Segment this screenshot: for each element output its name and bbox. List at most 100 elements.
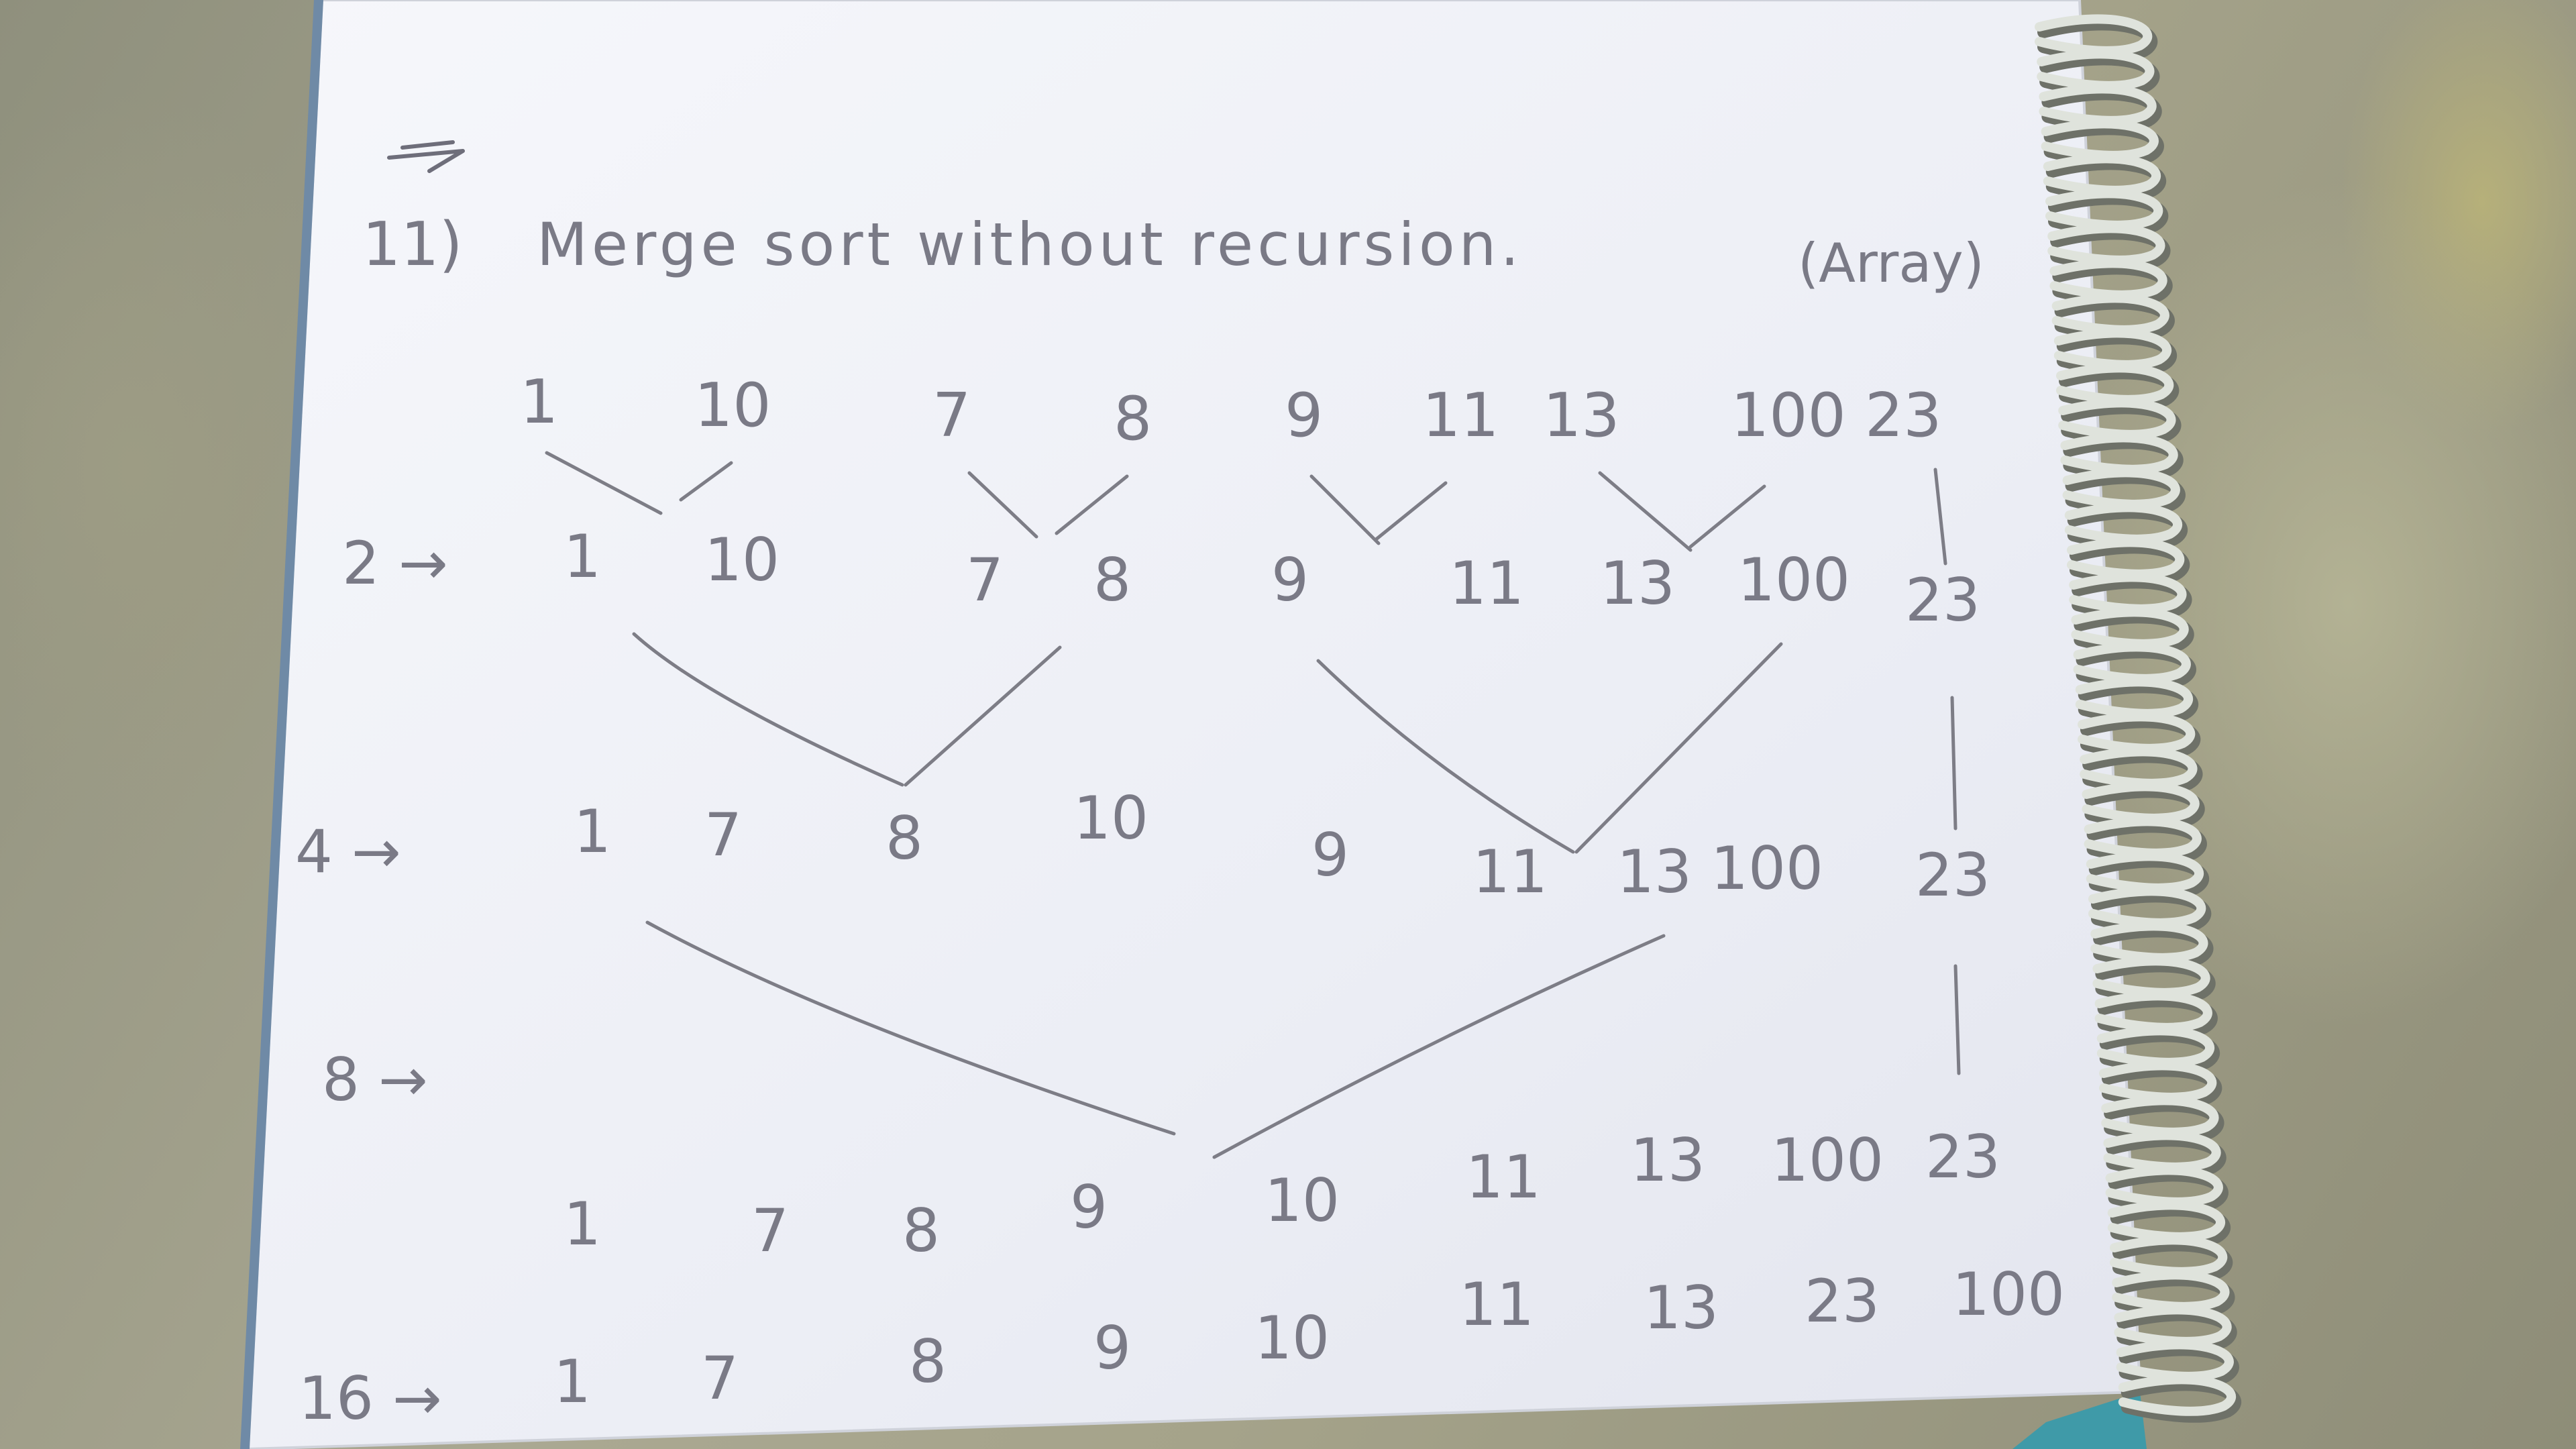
pass-8-row: 8 → 1 7 8 9 10 11 13 100 23 — [322, 1045, 2000, 1265]
pass-value: 9 — [1311, 820, 1349, 890]
spiral-coil — [2041, 119, 2159, 160]
pass-value: 9 — [1271, 545, 1309, 614]
pass-value: 8 — [909, 1327, 947, 1396]
spiral-coil — [2090, 921, 2208, 963]
spiral-coil — [2088, 886, 2206, 928]
input-value: 7 — [932, 380, 971, 451]
notebook-cover-edge — [2012, 1392, 2147, 1449]
spiral-coil — [2051, 293, 2169, 335]
spiral-coil — [2105, 1165, 2223, 1207]
pass-value: 100 — [1737, 545, 1850, 614]
pass-value: 10 — [1254, 1303, 1330, 1373]
pass-value: 7 — [966, 545, 1004, 614]
pass-label: 2 → — [342, 529, 448, 598]
input-value: 9 — [1285, 380, 1323, 451]
input-value: 11 — [1422, 380, 1499, 451]
spiral-coil — [2107, 1200, 2225, 1242]
spiral-coil — [2092, 956, 2210, 998]
spiral-coil — [2058, 398, 2176, 439]
pass-2-row: 2 → 1 10 7 8 9 11 13 100 23 — [342, 522, 1980, 635]
spiral-coil — [2039, 84, 2157, 125]
input-value: 8 — [1114, 384, 1152, 454]
merge-lines-pass-8 — [645, 920, 1961, 1159]
heading-number: 11) — [362, 209, 463, 280]
pass-value: 7 — [751, 1196, 789, 1265]
spiral-coil — [2056, 363, 2174, 405]
spiral-coil — [2116, 1340, 2234, 1381]
input-value: 100 — [1731, 380, 1846, 451]
pass-value: 10 — [704, 525, 780, 594]
input-value: 1 — [520, 367, 558, 437]
pass-value: 7 — [701, 1344, 739, 1413]
merge-lines-pass-4 — [632, 632, 1957, 854]
pass-value: 11 — [1466, 1142, 1541, 1212]
spiral-coil — [2073, 642, 2191, 684]
heading: 11) Merge sort without recursion. (Array… — [362, 140, 1984, 294]
spiral-coil — [2067, 537, 2185, 579]
spiral-coil — [2047, 223, 2165, 265]
heading-subtitle: (Array) — [1798, 232, 1984, 294]
pass-value: 1 — [564, 1189, 601, 1258]
pass-value: 13 — [1644, 1273, 1719, 1342]
spiral-coil — [2114, 1305, 2232, 1346]
spiral-coil — [2037, 49, 2155, 91]
pass-value: 8 — [885, 804, 923, 873]
pass-value: 23 — [1915, 841, 1990, 910]
spiral-coil — [2045, 189, 2163, 230]
pass-value: 1 — [564, 522, 601, 591]
pass-value: 11 — [1459, 1270, 1534, 1339]
pass-value: 23 — [1925, 1122, 2000, 1191]
pass-value: 11 — [1449, 549, 1524, 618]
pass-16-row: 16 → 1 7 8 9 10 11 13 23 100 — [299, 1260, 2065, 1433]
spiral-coil — [2062, 468, 2180, 509]
pass-value: 1 — [553, 1347, 591, 1416]
spiral-binding — [2035, 14, 2241, 1423]
pass-value: 9 — [1093, 1313, 1131, 1383]
spiral-coil — [2078, 712, 2196, 753]
spiral-coil — [2082, 782, 2200, 823]
spiral-coil — [2086, 851, 2204, 893]
spiral-coil — [2069, 572, 2187, 614]
input-value: 10 — [694, 370, 771, 441]
pass-value: 100 — [1952, 1260, 2065, 1329]
merge-lines-pass-2 — [545, 451, 1947, 566]
spiral-coil — [2094, 991, 2212, 1032]
pass-value: 23 — [1805, 1267, 1880, 1336]
pass-label: 4 → — [295, 817, 401, 886]
pass-value: 10 — [1265, 1166, 1340, 1235]
spiral-coil — [2071, 607, 2189, 649]
spiral-coil — [2043, 154, 2161, 195]
pass-value: 9 — [1070, 1173, 1108, 1242]
spiral-coil — [2103, 1130, 2221, 1172]
spiral-coil — [2035, 14, 2153, 56]
pass-4-row: 4 → 1 7 8 10 9 11 13 100 23 — [295, 784, 1990, 910]
pass-value: 13 — [1630, 1126, 1705, 1195]
spiral-coil — [2101, 1095, 2219, 1137]
pass-value: 23 — [1905, 566, 1980, 635]
input-value: 13 — [1543, 380, 1620, 451]
spiral-coil — [2118, 1375, 2236, 1416]
pass-label: 16 → — [299, 1364, 442, 1433]
pass-value: 8 — [1093, 545, 1131, 614]
strike-mark-icon — [387, 140, 465, 173]
pass-value: 100 — [1771, 1126, 1884, 1195]
spiral-coil — [2112, 1270, 2230, 1311]
pass-value: 8 — [902, 1196, 940, 1265]
heading-title: Merge sort without recursion. — [537, 210, 1523, 279]
pass-value: 7 — [704, 800, 742, 869]
pass-value: 11 — [1472, 837, 1548, 906]
spiral-coil — [2053, 328, 2171, 370]
pass-value: 13 — [1617, 837, 1692, 906]
spiral-coil — [2060, 433, 2178, 474]
input-value: 23 — [1865, 380, 1942, 451]
pass-value: 1 — [574, 797, 611, 866]
spiral-coil — [2075, 677, 2193, 718]
pass-value: 10 — [1073, 784, 1148, 853]
pass-label: 8 → — [322, 1045, 428, 1114]
pass-value: 100 — [1711, 834, 1823, 903]
spiral-coil — [2080, 747, 2198, 788]
spiral-coil — [2084, 816, 2202, 858]
spiral-coil — [2049, 258, 2167, 300]
notebook-cover-left — [240, 0, 323, 1449]
